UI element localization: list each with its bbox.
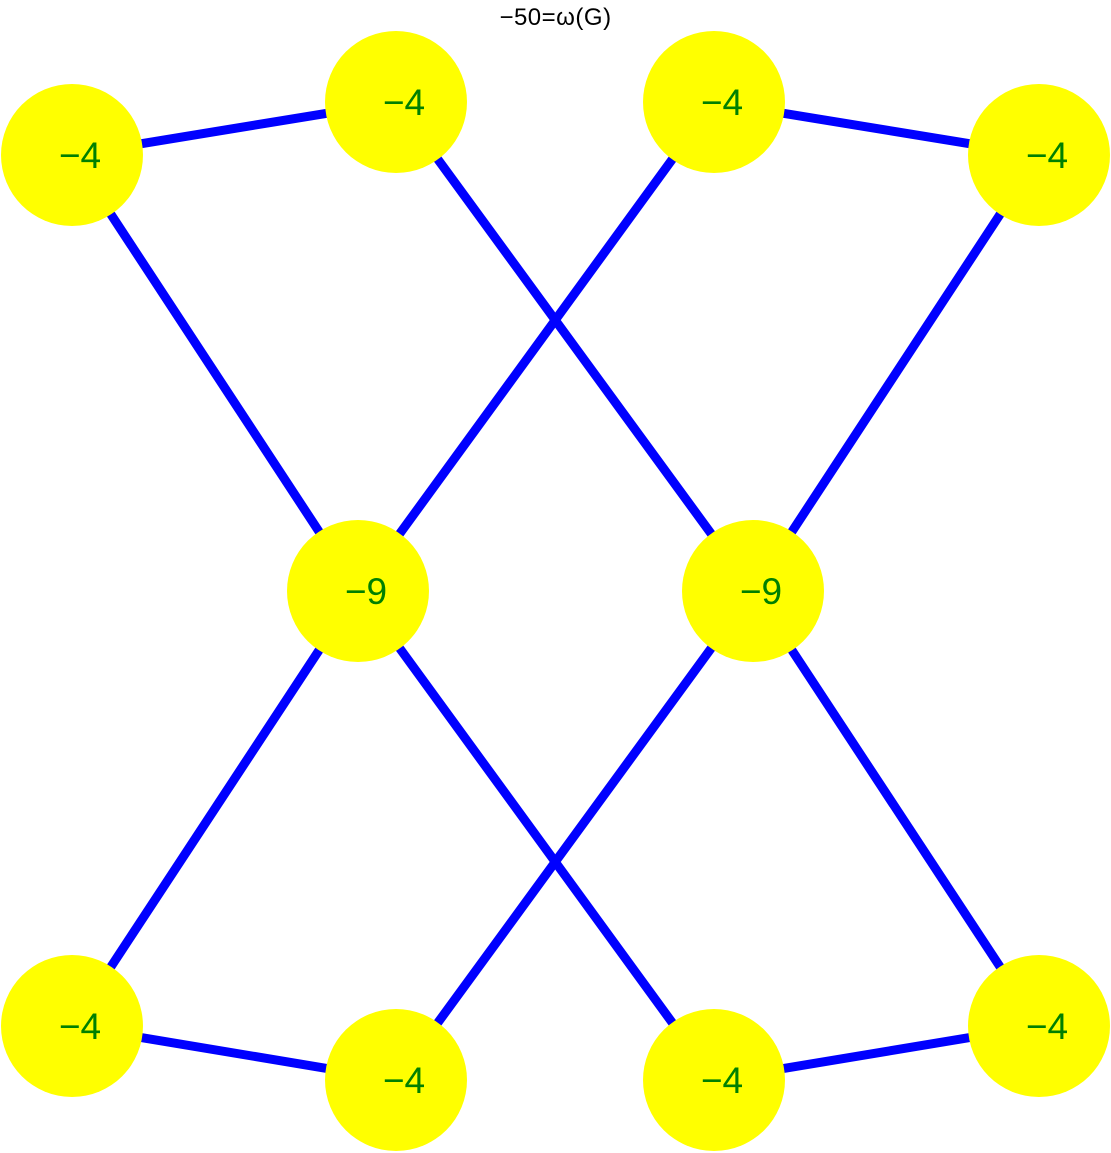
node-circle bbox=[1, 955, 143, 1097]
node-label: −4 bbox=[1026, 1006, 1068, 1047]
node-middle-left: −9 bbox=[287, 520, 429, 662]
node-top-right-inner: −4 bbox=[643, 31, 785, 173]
edge-top-left-inner-to-middle-right bbox=[392, 99, 757, 594]
node-top-left-inner: −4 bbox=[325, 31, 467, 173]
nodes-layer: −4 −4 −4 −4 −9 −9 −4 −4 −4 −4 bbox=[1, 31, 1110, 1151]
edge-top-left-outer-to-middle-left bbox=[68, 152, 362, 594]
node-label: −4 bbox=[701, 82, 743, 123]
node-circle bbox=[1, 84, 143, 226]
node-label: −4 bbox=[383, 1060, 425, 1101]
node-circle bbox=[968, 84, 1110, 226]
node-bottom-right-outer: −4 bbox=[968, 955, 1110, 1097]
node-label: −4 bbox=[59, 1006, 101, 1047]
edge-top-right-inner-to-middle-left bbox=[354, 99, 718, 594]
node-bottom-left-inner: −4 bbox=[325, 1009, 467, 1151]
node-top-left-outer: −4 bbox=[1, 84, 143, 226]
node-circle bbox=[643, 31, 785, 173]
node-label: −4 bbox=[701, 1060, 743, 1101]
node-label: −4 bbox=[383, 82, 425, 123]
node-top-right-outer: −4 bbox=[968, 84, 1110, 226]
node-middle-right: −9 bbox=[682, 520, 824, 662]
node-circle bbox=[968, 955, 1110, 1097]
edge-middle-right-to-bottom-right-outer bbox=[749, 588, 1043, 1029]
edge-middle-left-to-bottom-left-outer bbox=[68, 588, 362, 1029]
graph-title: −50=ω(G) bbox=[499, 4, 612, 31]
node-circle bbox=[643, 1009, 785, 1151]
edge-middle-left-to-bottom-right-inner bbox=[354, 588, 718, 1083]
edges-layer bbox=[68, 97, 1043, 1085]
node-label: −9 bbox=[740, 571, 782, 612]
node-bottom-right-inner: −4 bbox=[643, 1009, 785, 1151]
node-circle bbox=[682, 520, 824, 662]
node-label: −4 bbox=[1026, 135, 1068, 176]
node-circle bbox=[325, 31, 467, 173]
node-label: −4 bbox=[59, 135, 101, 176]
edge-middle-right-to-bottom-left-inner bbox=[392, 588, 757, 1083]
node-circle bbox=[325, 1009, 467, 1151]
node-bottom-left-outer: −4 bbox=[1, 955, 143, 1097]
edge-top-right-outer-to-middle-right bbox=[749, 152, 1043, 594]
node-circle bbox=[287, 520, 429, 662]
node-label: −9 bbox=[345, 571, 387, 612]
